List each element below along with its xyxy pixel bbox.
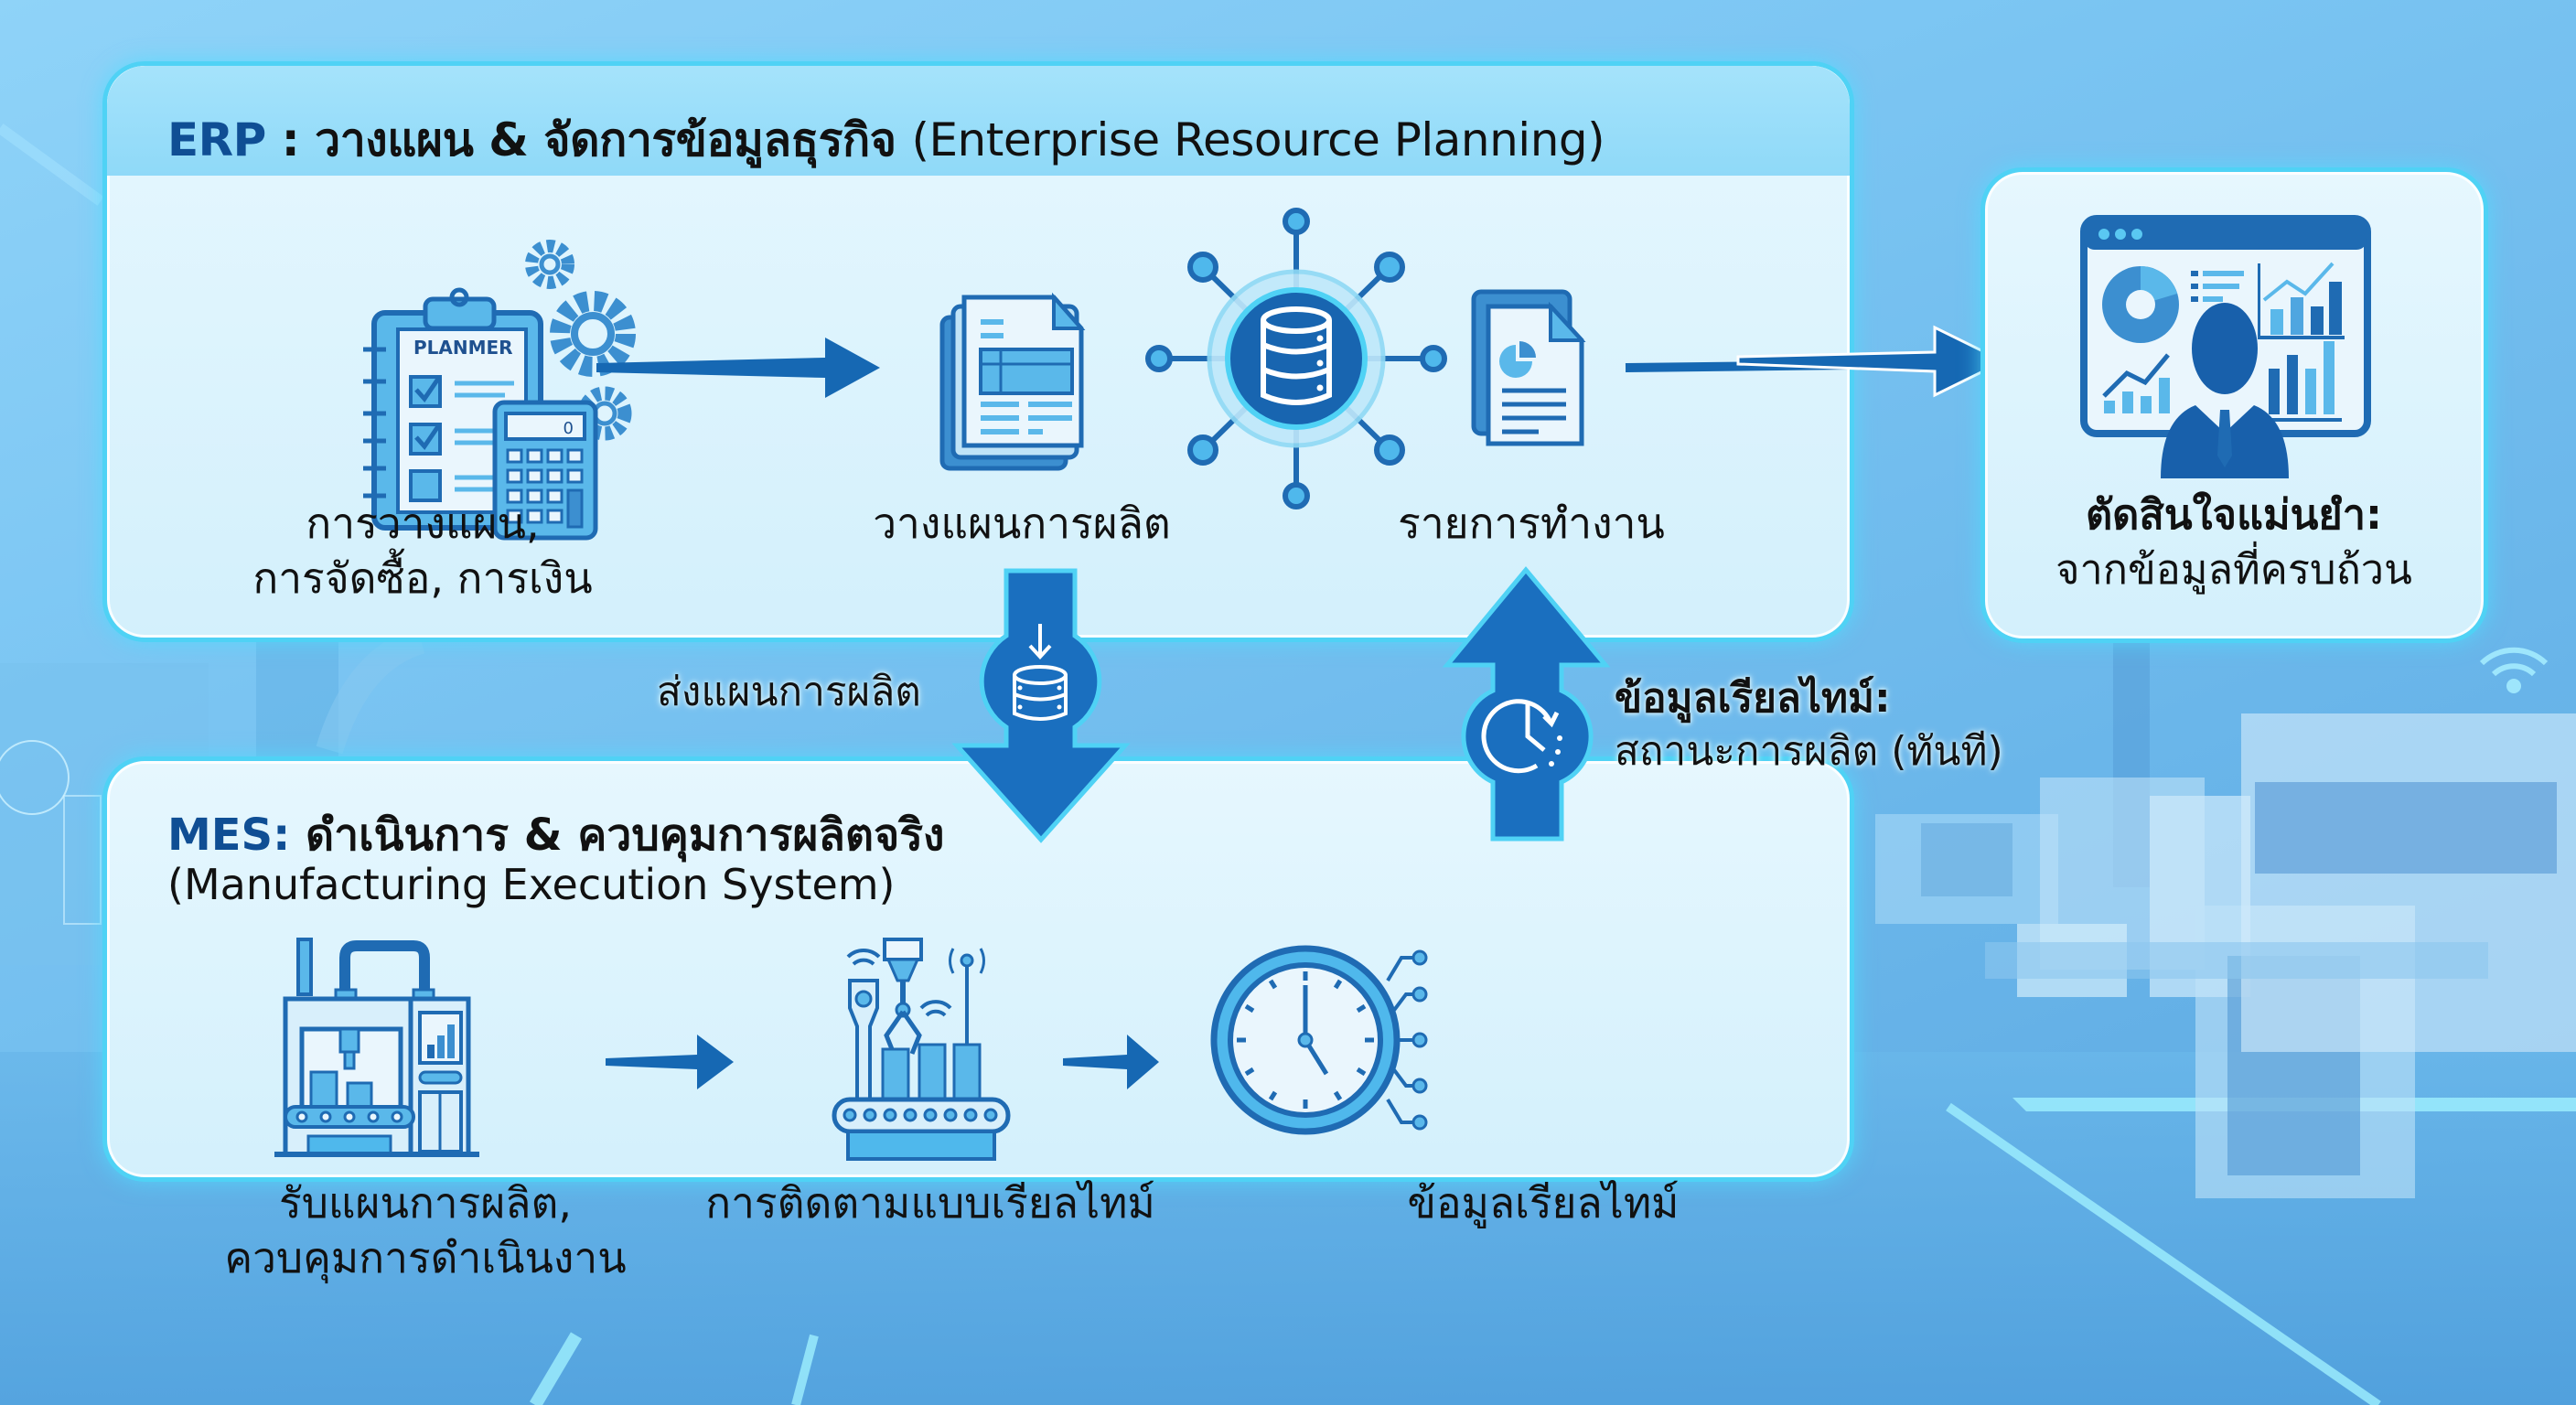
planner-label: PLANMER: [413, 337, 513, 359]
send-plan-label: ส่งแผนการผลิต: [657, 669, 921, 715]
clock-refresh-icon: [1481, 699, 1560, 774]
erp-abbr: ERP: [167, 113, 266, 166]
gear-icon: [550, 291, 636, 377]
erp-step-4-label: รายการทำงาน: [1398, 496, 1665, 551]
conveyor-robot-tracking-icon: [832, 938, 1011, 1161]
mes-step-3-label: ข้อมูลเรียลไทม์: [1408, 1175, 1680, 1230]
label-line: การวางแผน,: [306, 499, 540, 548]
businessman-icon: [2161, 303, 2289, 478]
label-line: รายการทำงาน: [1398, 499, 1665, 548]
erp-title-en: (Enterprise Resource Planning): [911, 113, 1605, 166]
mes-abbr: MES:: [167, 810, 291, 861]
realtime-status-label: ข้อมูลเรียลไทม์: สถานะการผลิต (ทันที): [1615, 672, 2003, 778]
decision-label: ตัดสินใจแม่นยำ: จากข้อมูลที่ครบถ้วน: [2055, 488, 2412, 597]
label-line: จากข้อมูลที่ครบถ้วน: [2055, 545, 2412, 594]
up-arrow-realtime-data: [1442, 566, 1611, 842]
production-plan-document-icon: [939, 292, 1086, 471]
planner-clipboard-calculator-icon: PLANMER 0: [363, 240, 636, 541]
mes-title-thai: ดำเนินการ & ควบคุมการผลิตจริง: [290, 810, 945, 861]
erp-title: ERP : วางแผน & จัดการข้อมูลธุรกิจ (Enter…: [167, 104, 1605, 177]
label-line: รับแผนการผลิต,: [279, 1178, 572, 1228]
wifi-icon: [919, 1000, 952, 1017]
erp-header: [107, 66, 1850, 176]
mes-subtitle: (Manufacturing Execution System): [167, 860, 896, 909]
mes-step-2-label: การติดตามแบบเรียลไทม์: [705, 1175, 1155, 1230]
label-line: ควบคุมการดำเนินงาน: [224, 1233, 627, 1282]
label-line: วางแผนการผลิต: [873, 499, 1171, 548]
label-line: ข้อมูลเรียลไทม์:: [1615, 675, 1891, 722]
flow-arrow-right: [606, 1035, 734, 1089]
label-line: การจัดซื้อ, การเงิน: [252, 553, 593, 603]
executive-dashboard-icon: [2080, 215, 2371, 478]
database-hub-icon: [1145, 208, 1447, 509]
mes-title: MES: ดำเนินการ & ควบคุมการผลิตจริง: [167, 800, 944, 870]
label-line: การติดตามแบบเรียลไทม์: [705, 1178, 1155, 1228]
database-download-icon: [1013, 624, 1068, 721]
mes-step-1-label: รับแผนการผลิต, ควบคุมการดำเนินงาน: [224, 1175, 626, 1285]
wifi-icon: [2479, 647, 2549, 693]
erp-panel: ERP : วางแผน & จัดการข้อมูลธุรกิจ (Enter…: [102, 61, 1854, 642]
wifi-icon: [846, 948, 881, 966]
flow-arrow-right: [596, 338, 880, 398]
decision-panel: ตัดสินใจแม่นยำ: จากข้อมูลที่ครบถ้วน: [1980, 167, 2488, 643]
work-order-report-icon: [1471, 289, 1586, 446]
erp-to-decision-arrow: [1736, 325, 2007, 398]
realtime-clock-data-icon: [1210, 945, 1428, 1135]
erp-title-thai: : วางแผน & จัดการข้อมูลธุรกิจ: [265, 113, 912, 166]
calculator-display: 0: [564, 419, 574, 438]
erp-step-2-label: วางแผนการผลิต: [873, 496, 1171, 551]
gear-icon: [525, 240, 574, 289]
flow-arrow-right: [1063, 1035, 1159, 1089]
label-line: สถานะการผลิต (ทันที): [1615, 728, 2003, 775]
label-line: ตัดสินใจแม่นยำ:: [2085, 490, 2383, 539]
down-arrow-send-plan: [951, 568, 1131, 843]
label-line: ข้อมูลเรียลไทม์: [1407, 1178, 1680, 1228]
erp-step-1-label: การวางแผน, การจัดซื้อ, การเงิน: [252, 496, 592, 606]
production-machine-icon: [274, 938, 479, 1157]
